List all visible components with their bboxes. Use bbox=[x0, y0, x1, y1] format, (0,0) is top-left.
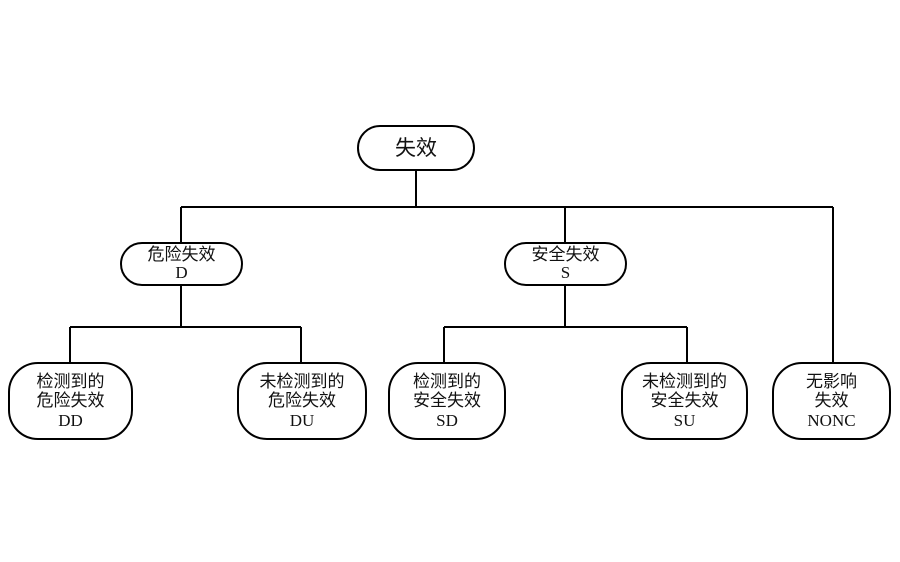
node-nonc-line1: 无影响 bbox=[806, 372, 857, 392]
node-dd-line1: 检测到的 bbox=[36, 372, 105, 392]
node-sd-code: SD bbox=[436, 410, 458, 430]
node-nonc-line2: 失效 bbox=[814, 391, 849, 411]
node-dangerous-failure[interactable]: 危险失效 D bbox=[120, 242, 243, 286]
node-no-effect-failure[interactable]: 无影响 失效 NONC bbox=[772, 362, 891, 440]
node-safe-failure[interactable]: 安全失效 S bbox=[504, 242, 627, 286]
node-du-line1: 未检测到的 bbox=[259, 372, 345, 392]
node-su-line1: 未检测到的 bbox=[642, 372, 727, 392]
node-root-label: 失效 bbox=[395, 135, 437, 160]
node-s-code: S bbox=[560, 263, 571, 282]
node-failure-root[interactable]: 失效 bbox=[357, 125, 475, 171]
node-s-label: 安全失效 bbox=[531, 244, 600, 264]
node-nonc-code: NONC bbox=[807, 410, 856, 430]
node-detected-safe-failure[interactable]: 检测到的 安全失效 SD bbox=[388, 362, 506, 440]
node-du-code: DU bbox=[289, 410, 315, 430]
node-su-code: SU bbox=[673, 410, 696, 430]
node-d-code: D bbox=[175, 263, 188, 282]
node-undetected-dangerous-failure[interactable]: 未检测到的 危险失效 DU bbox=[237, 362, 367, 440]
node-dd-line2: 危险失效 bbox=[36, 391, 105, 411]
node-du-line2: 危险失效 bbox=[268, 391, 336, 411]
node-sd-line2: 安全失效 bbox=[413, 391, 481, 411]
node-detected-dangerous-failure[interactable]: 检测到的 危险失效 DD bbox=[8, 362, 133, 440]
node-sd-line1: 检测到的 bbox=[413, 372, 481, 392]
node-d-label: 危险失效 bbox=[147, 244, 216, 264]
node-dd-code: DD bbox=[58, 410, 83, 430]
node-undetected-safe-failure[interactable]: 未检测到的 安全失效 SU bbox=[621, 362, 748, 440]
node-su-line2: 安全失效 bbox=[650, 391, 719, 411]
